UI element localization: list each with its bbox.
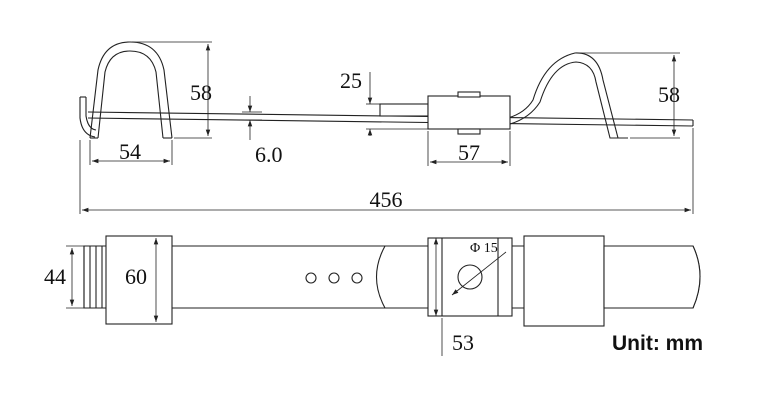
- right-hook-outer: [507, 52, 628, 139]
- dim-label-strap-thickness: 6.0: [255, 142, 283, 167]
- dim-label-block-width-bottom: 53: [452, 330, 474, 355]
- dim-label-left-hook-width: 54: [119, 139, 141, 164]
- center-hole: [457, 264, 483, 290]
- clamp-top-nub: [457, 91, 481, 98]
- side-view: 54 58 6.0 25 57 58 456: [79, 41, 694, 214]
- left-hook-inner: [97, 50, 164, 139]
- left-clamp: [105, 235, 173, 325]
- slot-end-curve: [376, 245, 386, 309]
- hole: [328, 272, 340, 284]
- dim-label-strap-width: 44: [44, 264, 66, 289]
- clamp-bottom-nub: [457, 128, 481, 135]
- dim-label-left-hook-height: 58: [190, 80, 212, 105]
- dim-line-hole: [451, 251, 507, 296]
- right-tab: [603, 245, 701, 309]
- left-hook-outer: [89, 41, 173, 139]
- dim-label-right-hook-height: 58: [658, 82, 680, 107]
- left-end-bend: [79, 97, 97, 138]
- plan-view: Φ 15 44 60 53 Unit: mm: [44, 235, 703, 356]
- hole: [351, 272, 363, 284]
- clamp-tongue: [379, 103, 429, 117]
- right-clamp: [523, 235, 605, 327]
- unit-label: Unit: mm: [612, 332, 703, 355]
- dim-label-hole-diameter: Φ 15: [470, 241, 498, 256]
- clamp-block: [427, 95, 511, 130]
- dim-label-clamp-height: 60: [125, 264, 147, 289]
- right-hook-inner: [509, 61, 618, 139]
- dim-label-block-height: 25: [340, 68, 362, 93]
- dim-label-overall-length: 456: [370, 187, 403, 212]
- dim-label-block-width-top: 57: [458, 140, 480, 165]
- strap-bottom-edge: [87, 117, 694, 127]
- hole: [305, 272, 317, 284]
